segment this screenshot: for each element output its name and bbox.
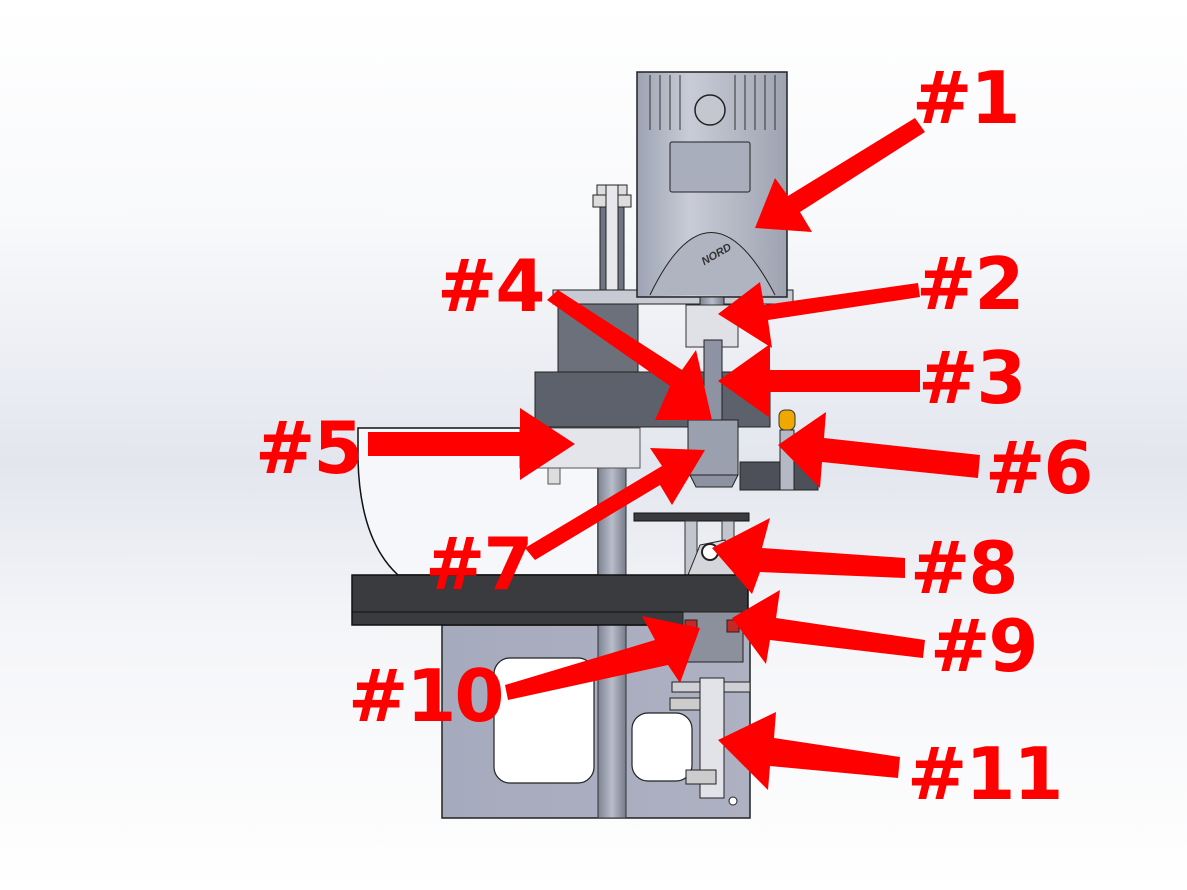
callout-1: #1 [912, 56, 1020, 140]
callout-2: #2 [916, 242, 1024, 326]
amber-knob [778, 409, 796, 431]
callout-3: #3 [918, 336, 1026, 420]
callout-10: #10 [348, 654, 505, 738]
callout-6: #6 [985, 426, 1093, 510]
callout-7: #7 [425, 522, 533, 606]
callout-arrows [368, 118, 980, 790]
callout-5: #5 [255, 406, 363, 490]
callout-4: #4 [437, 244, 545, 328]
callout-11: #11 [907, 732, 1064, 816]
support-tray [633, 512, 750, 522]
callout-9: #9 [930, 604, 1038, 688]
plunger-housing [687, 419, 739, 476]
callout-8: #8 [910, 526, 1018, 610]
nord-motor: NORD [636, 71, 788, 298]
table-top [351, 574, 749, 626]
lower-frame-plate [441, 624, 751, 819]
